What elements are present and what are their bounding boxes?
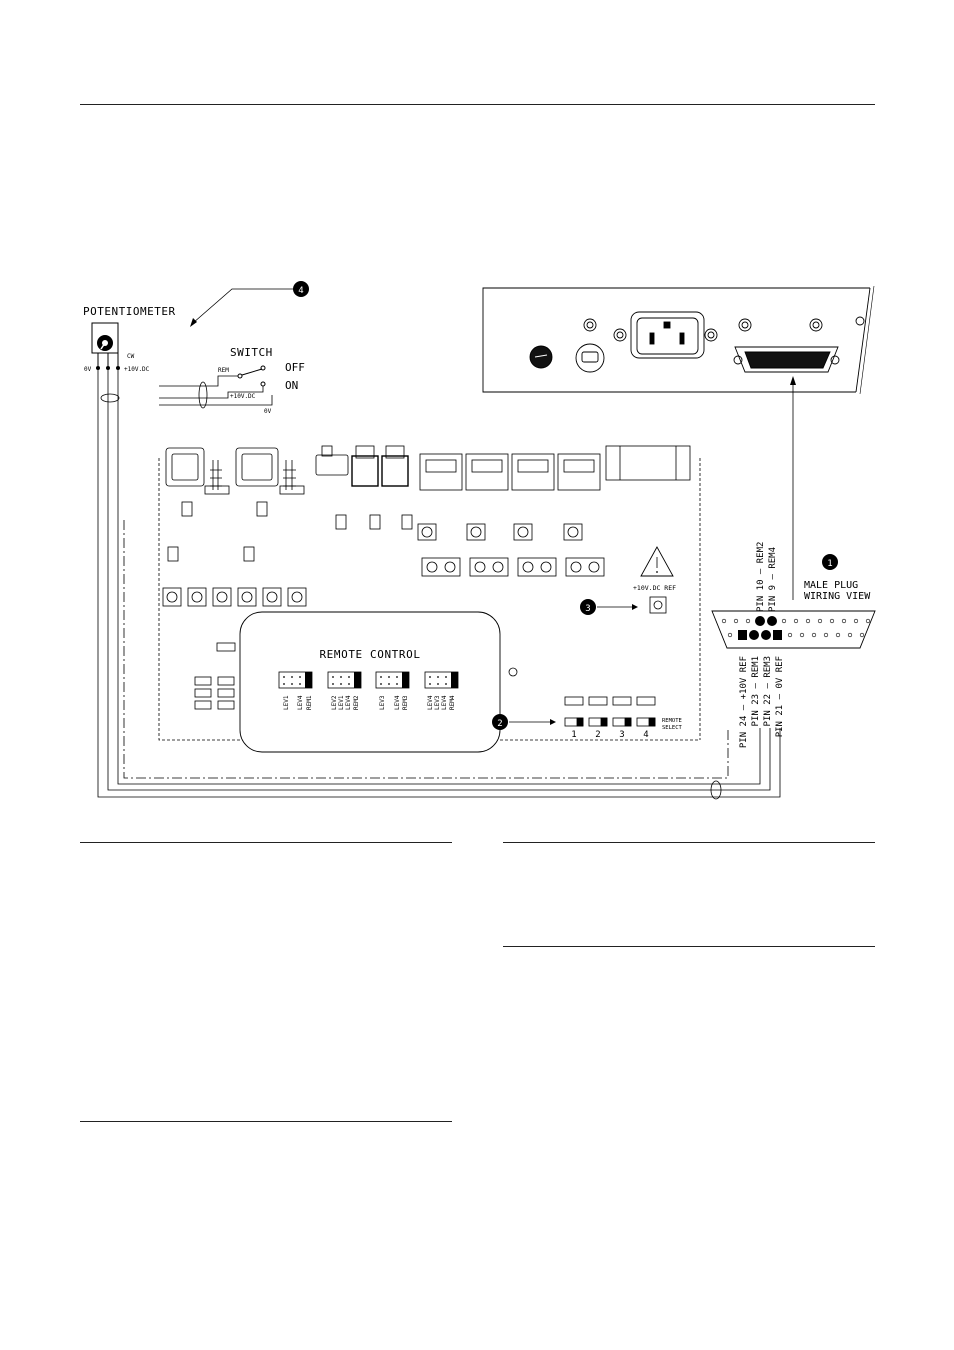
callout-1-number: 1 — [827, 559, 832, 569]
rear-panel — [482, 285, 875, 395]
jumper-2-label-c: LEV4 — [345, 695, 352, 710]
remote-switch: SWITCH OFF ON REM +10V.DC 0V — [159, 346, 305, 415]
jumper-4-label-a: LEV4 — [427, 695, 434, 710]
jumper-group-2: LEV2 LEV1 LEV4 REM2 — [327, 671, 362, 710]
switch-on-label: ON — [285, 379, 298, 392]
jumper-1-label-c: REM1 — [306, 695, 313, 710]
remote-select-4: 4 — [643, 730, 648, 740]
col2-rule-top — [503, 842, 875, 843]
jumper-group-4: LEV4 LEV3 LEV4 REM4 — [424, 671, 459, 710]
fuse-holder-icon — [575, 343, 605, 373]
col2-rule-mid — [503, 946, 875, 947]
remote-control-panel: REMOTE CONTROL LEV1 LEV4 REM1 LEV2 LEV1 … — [239, 611, 501, 753]
male-plug-title-1: MALE PLUG — [804, 580, 858, 591]
switch-10v-label: +10V.DC — [230, 393, 256, 400]
jumper-4-label-d: REM4 — [449, 695, 456, 710]
switch-0v-label: 0V — [264, 408, 272, 415]
col1-rule-top — [80, 842, 452, 843]
potentiometer-10v-label: +10V.DC — [124, 366, 150, 373]
potentiometer-title: POTENTIOMETER — [83, 305, 176, 318]
panel-screws — [583, 316, 865, 342]
plug-pin-9-label: PIN 9 — REM4 — [768, 547, 778, 612]
jumper-group-3: LEV3 LEV4 REM3 — [375, 671, 410, 710]
remote-select-label-2: SELECT — [662, 725, 683, 731]
jumper-3-label-b: LEV4 — [394, 695, 401, 710]
callout-2: 2 — [492, 714, 556, 730]
jumper-4-label-b: LEV3 — [434, 695, 441, 710]
remote-select-3: 3 — [619, 730, 624, 740]
potentiometer-cw-label: CW — [127, 353, 135, 360]
potentiometer: POTENTIOMETER CW 0V +10V.DC — [83, 305, 176, 373]
callout-3-number: 3 — [585, 604, 590, 614]
plug-pin-24-label: PIN 24 — +10V REF — [739, 656, 749, 748]
jumper-2-label-a: LEV2 — [331, 695, 338, 710]
jumper-3-label-a: LEV3 — [379, 695, 386, 710]
power-inlet-icon — [630, 311, 705, 359]
jumper-4-label-c: LEV4 — [441, 695, 448, 710]
switch-off-label: OFF — [285, 361, 305, 374]
jumper-group-1: LEV1 LEV4 REM1 — [278, 671, 313, 710]
warning-ref-label: +10V.DC REF — [633, 584, 676, 592]
potentiometer-0v-label: 0V — [84, 366, 92, 373]
remote-control-title: REMOTE CONTROL — [319, 648, 420, 661]
panel-knob-icon — [529, 345, 553, 369]
male-plug-view: 1 MALE PLUG WIRING VIEW PIN 10 — REM2 PI… — [711, 542, 876, 748]
col1-rule-bottom — [80, 1121, 452, 1122]
callout-2-number: 2 — [497, 719, 502, 729]
jumper-2-label-d: REM2 — [353, 695, 360, 710]
jumper-2-label-b: LEV1 — [338, 695, 345, 710]
callout-4: 4 — [190, 281, 309, 327]
plug-pin-10-label: PIN 10 — REM2 — [756, 542, 766, 612]
warning-icon — [640, 546, 674, 577]
control-board — [158, 445, 701, 741]
plug-pin-23-label: PIN 23 — REM1 — [751, 656, 761, 726]
remote-select-label-1: REMOTE — [662, 718, 682, 724]
switch-rem-label: REM — [218, 367, 229, 374]
db25-connector-icon — [733, 346, 840, 373]
plug-pin-21-label: PIN 21 — 0V REF — [775, 656, 785, 737]
header-rule — [80, 104, 875, 105]
jumper-1-label-a: LEV1 — [283, 695, 290, 710]
callout-4-number: 4 — [298, 286, 303, 296]
switch-title: SWITCH — [230, 346, 273, 359]
jumper-3-label-c: REM3 — [402, 695, 409, 710]
remote-select-1: 1 — [571, 730, 576, 740]
plug-pointer — [790, 376, 796, 600]
plug-pin-22-label: PIN 22 — REM3 — [763, 656, 773, 726]
remote-cable — [97, 370, 781, 800]
jumper-1-label-b: LEV4 — [297, 695, 304, 710]
remote-select-2: 2 — [595, 730, 600, 740]
callout-3: 3 — [580, 599, 638, 615]
male-plug-title-2: WIRING VIEW — [804, 591, 871, 602]
